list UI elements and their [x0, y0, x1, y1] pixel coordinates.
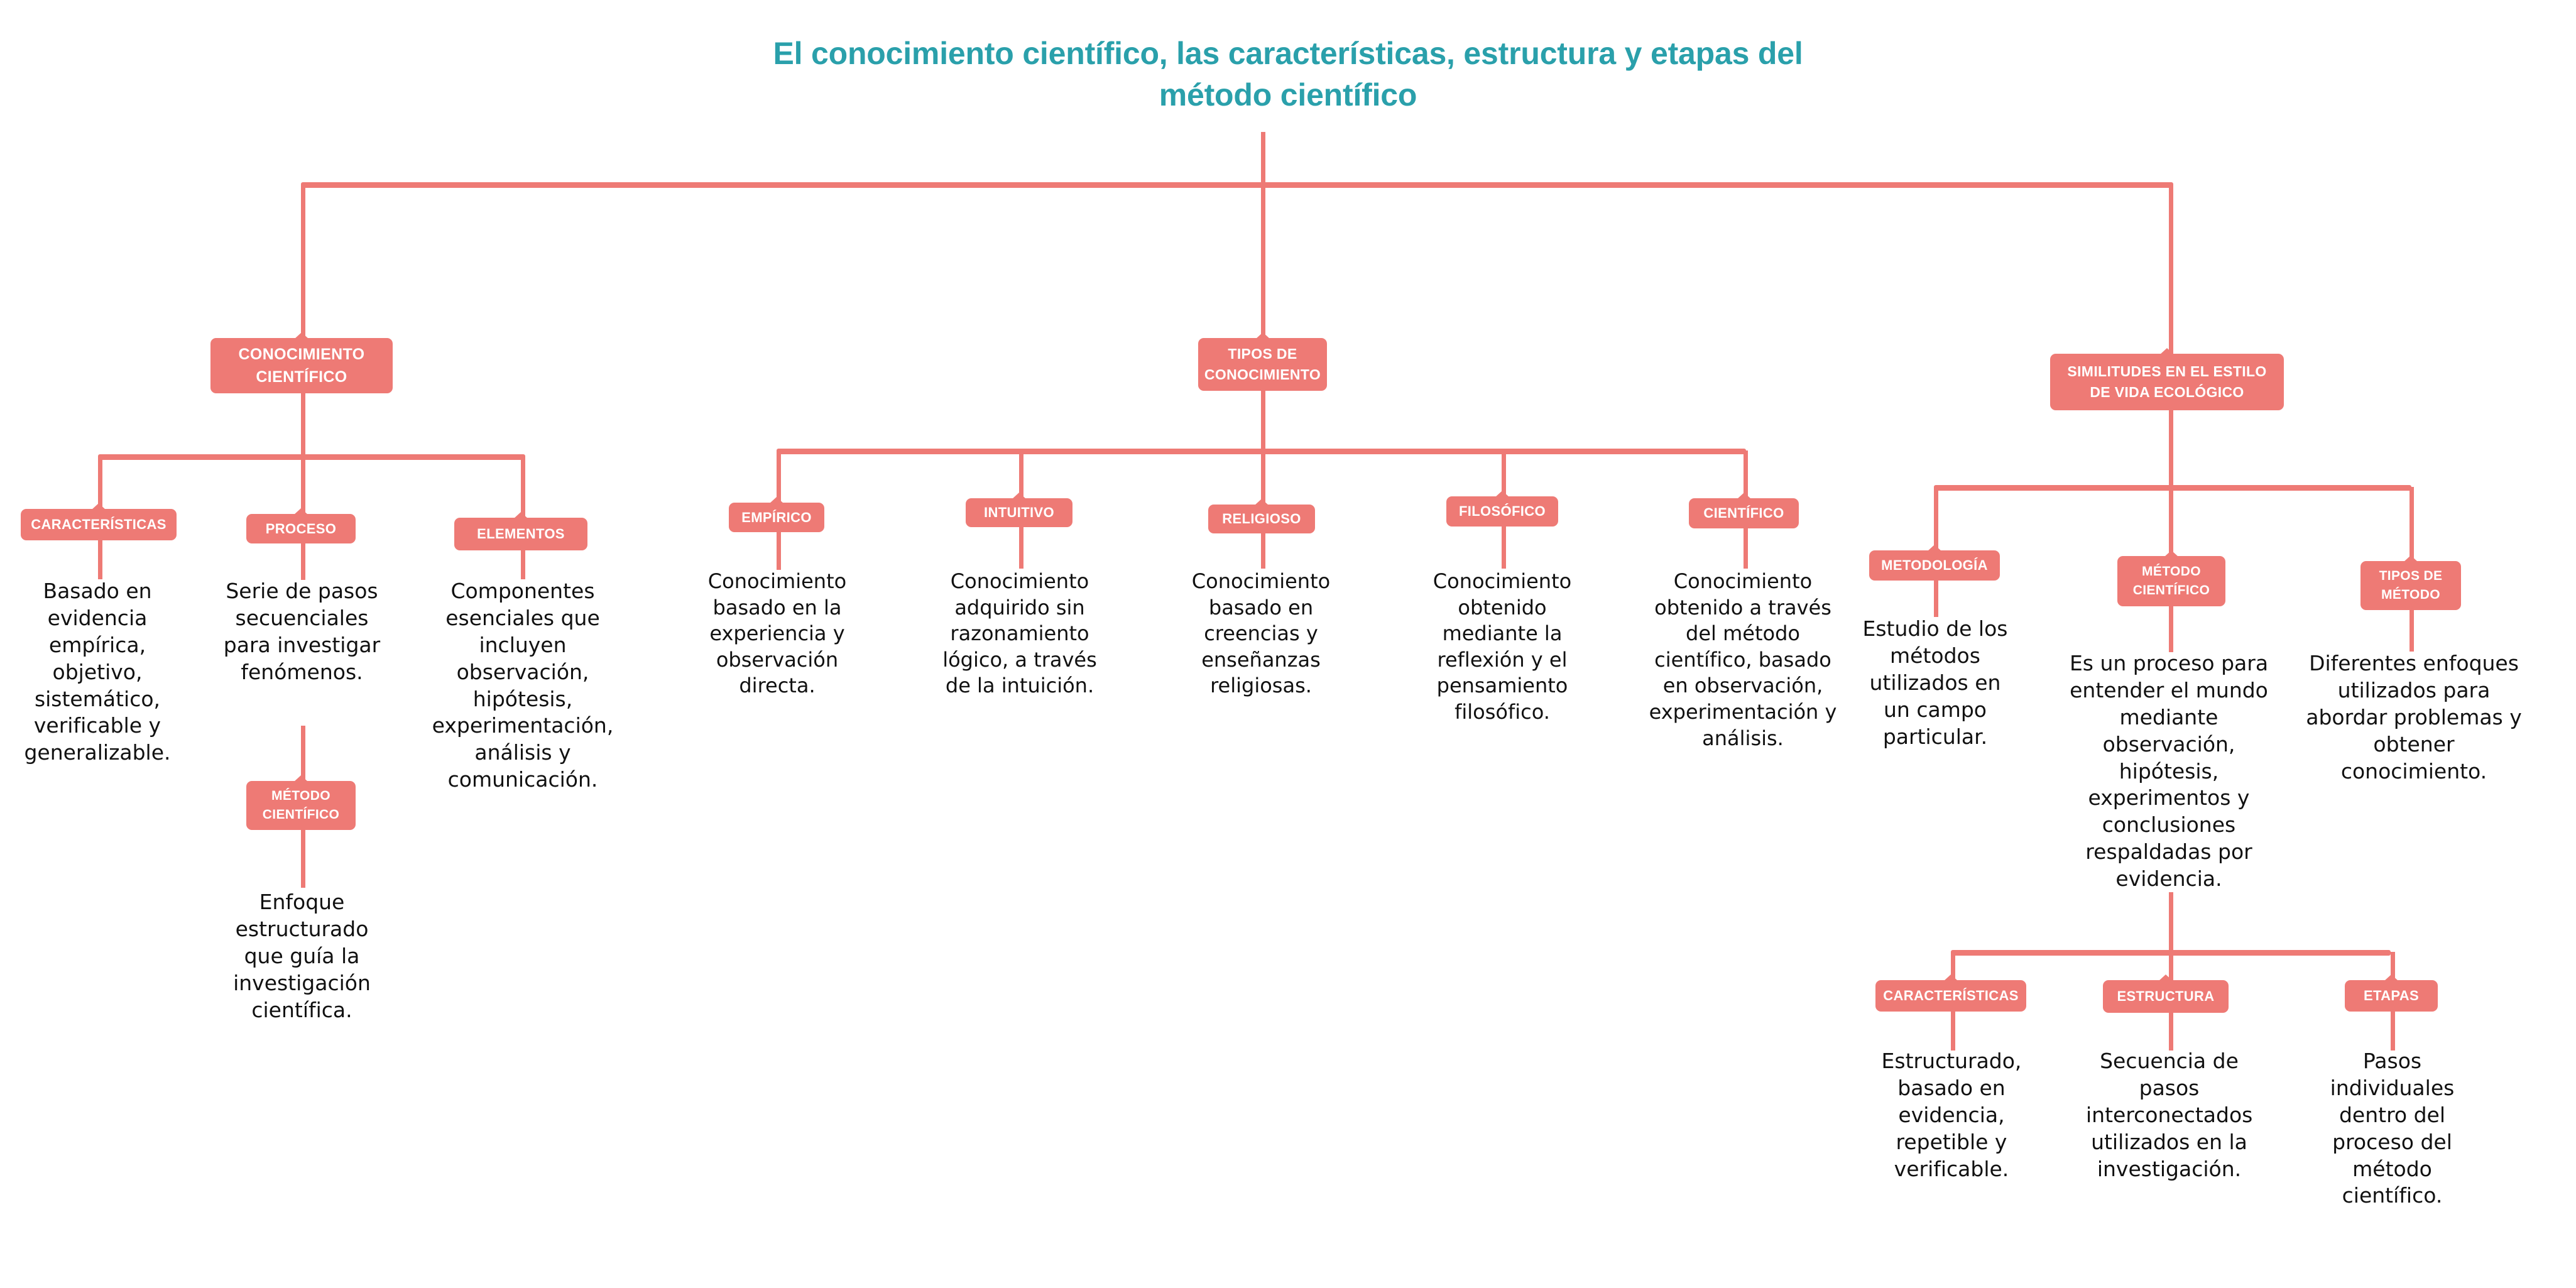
connector-root-stem — [1261, 132, 1265, 186]
text-empirico: Conocimiento basado en la experiencia y … — [707, 569, 847, 698]
node-label: EMPÍRICO — [741, 509, 812, 525]
connector-metodo-cientifico-to-subbus — [2169, 892, 2173, 955]
connector-proceso-to-metodo — [301, 726, 305, 782]
node-religioso[interactable]: RELIGIOSO — [1208, 505, 1315, 533]
node-label: RELIGIOSO — [1222, 511, 1301, 527]
connector-branch2-to-religioso — [1261, 450, 1265, 506]
node-label: CIENTÍFICO — [1703, 505, 1784, 521]
connector-branch3-to-tipos-de-metodo — [2410, 487, 2414, 562]
connector-root-bus — [301, 182, 2173, 188]
connector-branch1-stem — [301, 393, 305, 456]
connector-branch1-to-elementos — [521, 456, 525, 519]
text-religioso: Conocimiento basado en creencias y enseñ… — [1191, 569, 1331, 698]
node-etapas[interactable]: ETAPAS — [2345, 980, 2438, 1012]
node-elementos[interactable]: ELEMENTOS — [454, 518, 587, 550]
node-proceso[interactable]: PROCESO — [246, 514, 356, 543]
connector-branch3-to-metodologia — [1934, 487, 1938, 552]
node-label: TIPOS DE CONOCIMIENTO — [1204, 345, 1321, 383]
connector-branch2-to-intuitivo — [1019, 450, 1023, 499]
node-filosofico[interactable]: FILOSÓFICO — [1446, 496, 1558, 527]
connector-metodo-cientifico-stem — [2169, 606, 2173, 652]
node-empirico[interactable]: EMPÍRICO — [729, 503, 824, 532]
connector-root-to-branch2 — [1261, 184, 1265, 338]
connector-elementos-stem — [521, 550, 525, 579]
connector-branch2-to-filosofico — [1502, 450, 1506, 498]
text-caracteristicas: Basado en evidencia empírica, objetivo, … — [24, 579, 171, 765]
connector-branch2-stem — [1261, 391, 1265, 450]
node-label: CONOCIMIENTO CIENTÍFICO — [238, 345, 365, 386]
connector-root-to-branch3 — [2169, 184, 2173, 354]
node-metodo-cientifico[interactable]: MÉTODO CIENTÍFICO — [2117, 556, 2225, 606]
node-label: MÉTODO CIENTÍFICO — [2132, 564, 2210, 598]
connector-etapas-stem — [2391, 1012, 2395, 1051]
connector-branch3-stem — [2169, 410, 2173, 487]
connector-caracteristicas-stem — [98, 540, 102, 579]
node-label: METODOLOGÍA — [1881, 557, 1988, 574]
connector-intuitivo-stem — [1019, 527, 1023, 569]
connector-branch1-to-caracteristicas — [98, 456, 102, 510]
text-metodologia: Estudio de los métodos utilizados en un … — [1862, 616, 2008, 749]
text-cientifico: Conocimiento obtenido a través del métod… — [1649, 569, 1837, 750]
node-intuitivo[interactable]: INTUITIVO — [966, 498, 1072, 527]
connector-branch1-bus — [98, 454, 525, 460]
connector-branch3-to-metodo-cientifico — [2169, 487, 2173, 557]
node-metodologia[interactable]: METODOLOGÍA — [1869, 550, 2000, 581]
connector-root-to-branch1 — [301, 184, 305, 338]
text-estructura: Secuencia de pasos interconectados utili… — [2086, 1049, 2253, 1181]
node-label: PROCESO — [265, 520, 337, 537]
text-tipos-de-metodo: Diferentes enfoques utilizados para abor… — [2306, 651, 2522, 783]
node-similitudes-estilo-vida-ecologico[interactable]: SIMILITUDES EN EL ESTILO DE VIDA ECOLÓGI… — [2050, 354, 2284, 410]
connector-cientifico-stem — [1744, 528, 1748, 569]
node-label: INTUITIVO — [984, 505, 1054, 521]
connector-tipos-de-metodo-stem — [2410, 610, 2414, 652]
connector-estructura-stem — [2169, 1013, 2173, 1051]
text-filosofico: Conocimiento obtenido mediante la reflex… — [1433, 569, 1572, 724]
node-label: FILOSÓFICO — [1459, 503, 1546, 520]
text-caracteristicas-metodo-cientifico: Estructurado, basado en evidencia, repet… — [1881, 1049, 2022, 1181]
node-caracteristicas-metodo-cientifico[interactable]: CARACTERÍSTICAS — [1875, 980, 2026, 1012]
node-label: CARACTERÍSTICAS — [31, 516, 166, 533]
text-metodo-cientifico-proceso: Enfoque estructurado que guía la investi… — [233, 890, 371, 1022]
text-etapas: Pasos individuales dentro del proceso de… — [2330, 1049, 2455, 1208]
node-label: ESTRUCTURA — [2117, 988, 2215, 1005]
node-label: CARACTERÍSTICAS — [1883, 988, 2019, 1004]
connector-caracteristicas-mc-stem — [1951, 1012, 1955, 1051]
node-estructura[interactable]: ESTRUCTURA — [2103, 980, 2229, 1013]
node-label: TIPOS DE MÉTODO — [2379, 568, 2443, 602]
node-tipos-de-conocimiento[interactable]: TIPOS DE CONOCIMIENTO — [1198, 338, 1327, 391]
text-proceso: Serie de pasos secuenciales para investi… — [223, 579, 381, 684]
node-metodo-cientifico-proceso[interactable]: MÉTODO CIENTÍFICO — [246, 781, 356, 830]
node-label: SIMILITUDES EN EL ESTILO DE VIDA ECOLÓGI… — [2067, 363, 2267, 400]
node-label: ETAPAS — [2363, 988, 2420, 1004]
text-elementos: Componentes esenciales que incluyen obse… — [432, 579, 614, 792]
text-intuitivo: Conocimiento adquirido sin razonamiento … — [942, 569, 1097, 698]
connector-branch2-to-cientifico — [1744, 450, 1748, 499]
connector-empirico-stem — [777, 532, 781, 570]
connector-filosofico-stem — [1502, 527, 1506, 569]
node-label: ELEMENTOS — [477, 526, 565, 542]
node-conocimiento-cientifico[interactable]: CONOCIMIENTO CIENTÍFICO — [210, 338, 393, 393]
node-tipos-de-metodo[interactable]: TIPOS DE MÉTODO — [2360, 561, 2461, 610]
connector-metodo-proceso-stem — [301, 830, 305, 888]
connector-metodologia-stem — [1934, 581, 1938, 617]
connector-proceso-stem — [301, 543, 305, 580]
node-caracteristicas[interactable]: CARACTERÍSTICAS — [21, 509, 177, 540]
text-metodo-cientifico: Es un proceso para entender el mundo med… — [2069, 651, 2269, 892]
node-label: MÉTODO CIENTÍFICO — [262, 788, 340, 822]
node-cientifico[interactable]: CIENTÍFICO — [1689, 498, 1799, 528]
connector-religioso-stem — [1261, 533, 1265, 569]
connector-branch1-to-proceso — [301, 456, 305, 515]
page-title: El conocimiento científico, las caracter… — [773, 36, 1803, 112]
connector-branch2-to-empirico — [777, 450, 781, 504]
